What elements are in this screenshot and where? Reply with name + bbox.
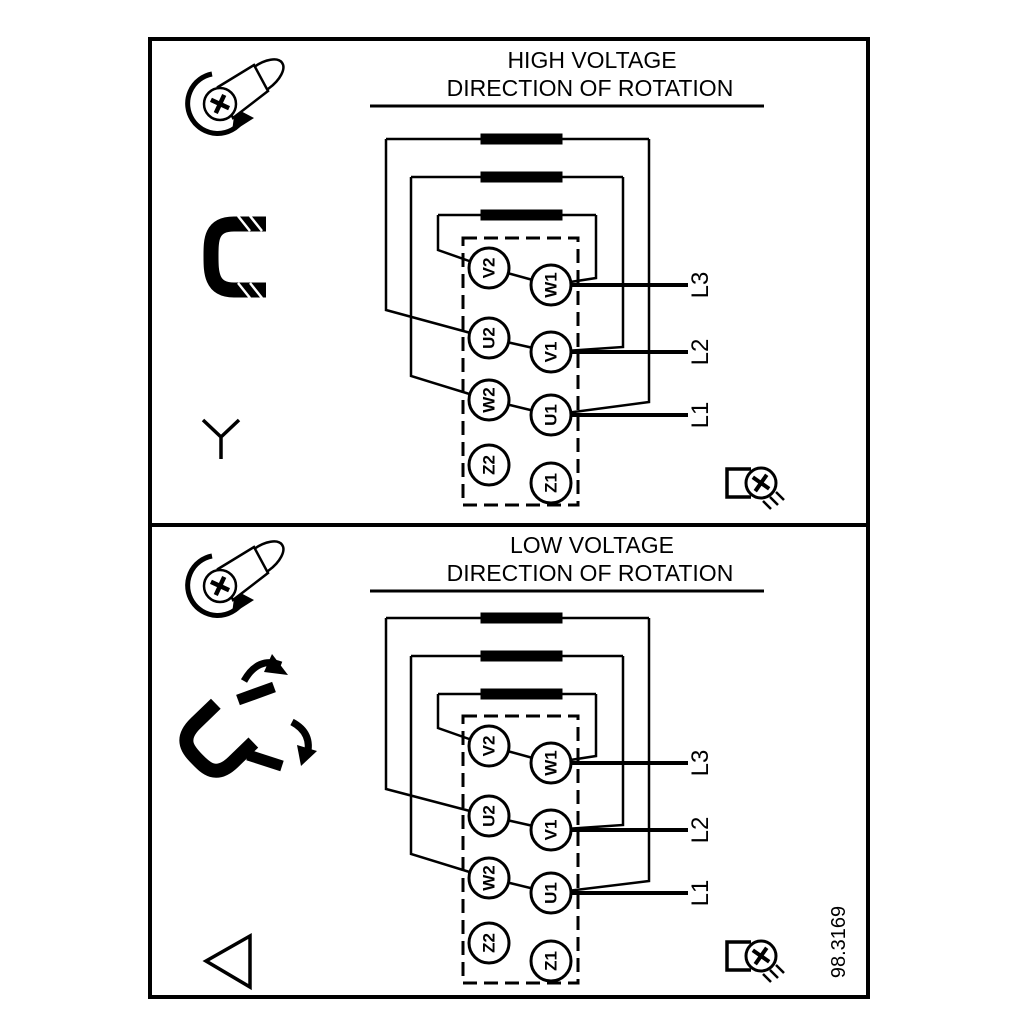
svg-text:Z1: Z1 xyxy=(542,951,561,971)
terminal-V2: V2 xyxy=(467,724,511,768)
drawing-number: 98.3169 xyxy=(828,906,850,978)
delta-jumper-icons xyxy=(179,654,317,778)
svg-text:U1: U1 xyxy=(542,404,561,426)
svg-text:U2: U2 xyxy=(480,327,499,349)
panel-title-line2: DIRECTION OF ROTATION xyxy=(447,560,734,586)
supply-lines xyxy=(551,283,688,417)
terminal-Z1: Z1 xyxy=(529,461,573,505)
svg-text:V1: V1 xyxy=(542,342,561,363)
terminal-W1: W1 xyxy=(529,263,573,307)
line-label-L1: L1 xyxy=(687,402,714,429)
star-symbol xyxy=(201,418,241,459)
svg-text:Z1: Z1 xyxy=(542,473,561,493)
jumper-bar xyxy=(480,209,563,221)
jumper-bar xyxy=(480,688,563,700)
panel-title-line2: DIRECTION OF ROTATION xyxy=(447,75,734,101)
svg-text:Z2: Z2 xyxy=(480,933,499,953)
panel-title-line1: HIGH VOLTAGE xyxy=(507,47,676,73)
line-label-L3: L3 xyxy=(687,272,714,299)
terminal-Z1: Z1 xyxy=(529,939,573,983)
svg-text:V2: V2 xyxy=(480,736,499,757)
terminal-U2: U2 xyxy=(467,316,511,360)
terminal-U2: U2 xyxy=(467,794,511,838)
supply-lines xyxy=(551,761,688,895)
jumper-bar xyxy=(480,171,563,183)
svg-text:U1: U1 xyxy=(542,882,561,904)
terminal-U1: U1 xyxy=(529,393,573,437)
svg-text:V2: V2 xyxy=(480,258,499,279)
terminal-V2: V2 xyxy=(467,246,511,290)
terminal-V1: V1 xyxy=(529,808,573,852)
line-label-L2: L2 xyxy=(687,817,714,844)
terminal-Z2: Z2 xyxy=(467,921,511,965)
panel-title-line1: LOW VOLTAGE xyxy=(510,532,674,558)
terminal-V1: V1 xyxy=(529,330,573,374)
terminal-U1: U1 xyxy=(529,871,573,915)
line-label-L3: L3 xyxy=(687,750,714,777)
terminal-W2: W2 xyxy=(467,378,511,422)
svg-text:W1: W1 xyxy=(542,272,561,298)
line-label-L1: L1 xyxy=(687,880,714,907)
delta-symbol xyxy=(202,932,252,991)
svg-text:U2: U2 xyxy=(480,805,499,827)
panel-high-voltage: HIGH VOLTAGE DIRECTION OF ROTATION V2 U2 xyxy=(188,47,786,511)
jumper-bar xyxy=(480,612,563,624)
jumper-bar xyxy=(480,133,563,145)
terminal-W1: W1 xyxy=(529,741,573,785)
terminal-W2: W2 xyxy=(467,856,511,900)
svg-text:Z2: Z2 xyxy=(480,455,499,475)
svg-text:V1: V1 xyxy=(542,820,561,841)
jumper-bar xyxy=(480,650,563,662)
svg-text:W2: W2 xyxy=(480,387,499,413)
svg-text:W1: W1 xyxy=(542,750,561,776)
line-label-L2: L2 xyxy=(687,339,714,366)
jumper-bracket-icon xyxy=(203,215,266,299)
panel-low-voltage: LOW VOLTAGE DIRECTION OF ROTATION xyxy=(179,532,786,991)
svg-text:W2: W2 xyxy=(480,865,499,891)
terminal-Z2: Z2 xyxy=(467,443,511,487)
